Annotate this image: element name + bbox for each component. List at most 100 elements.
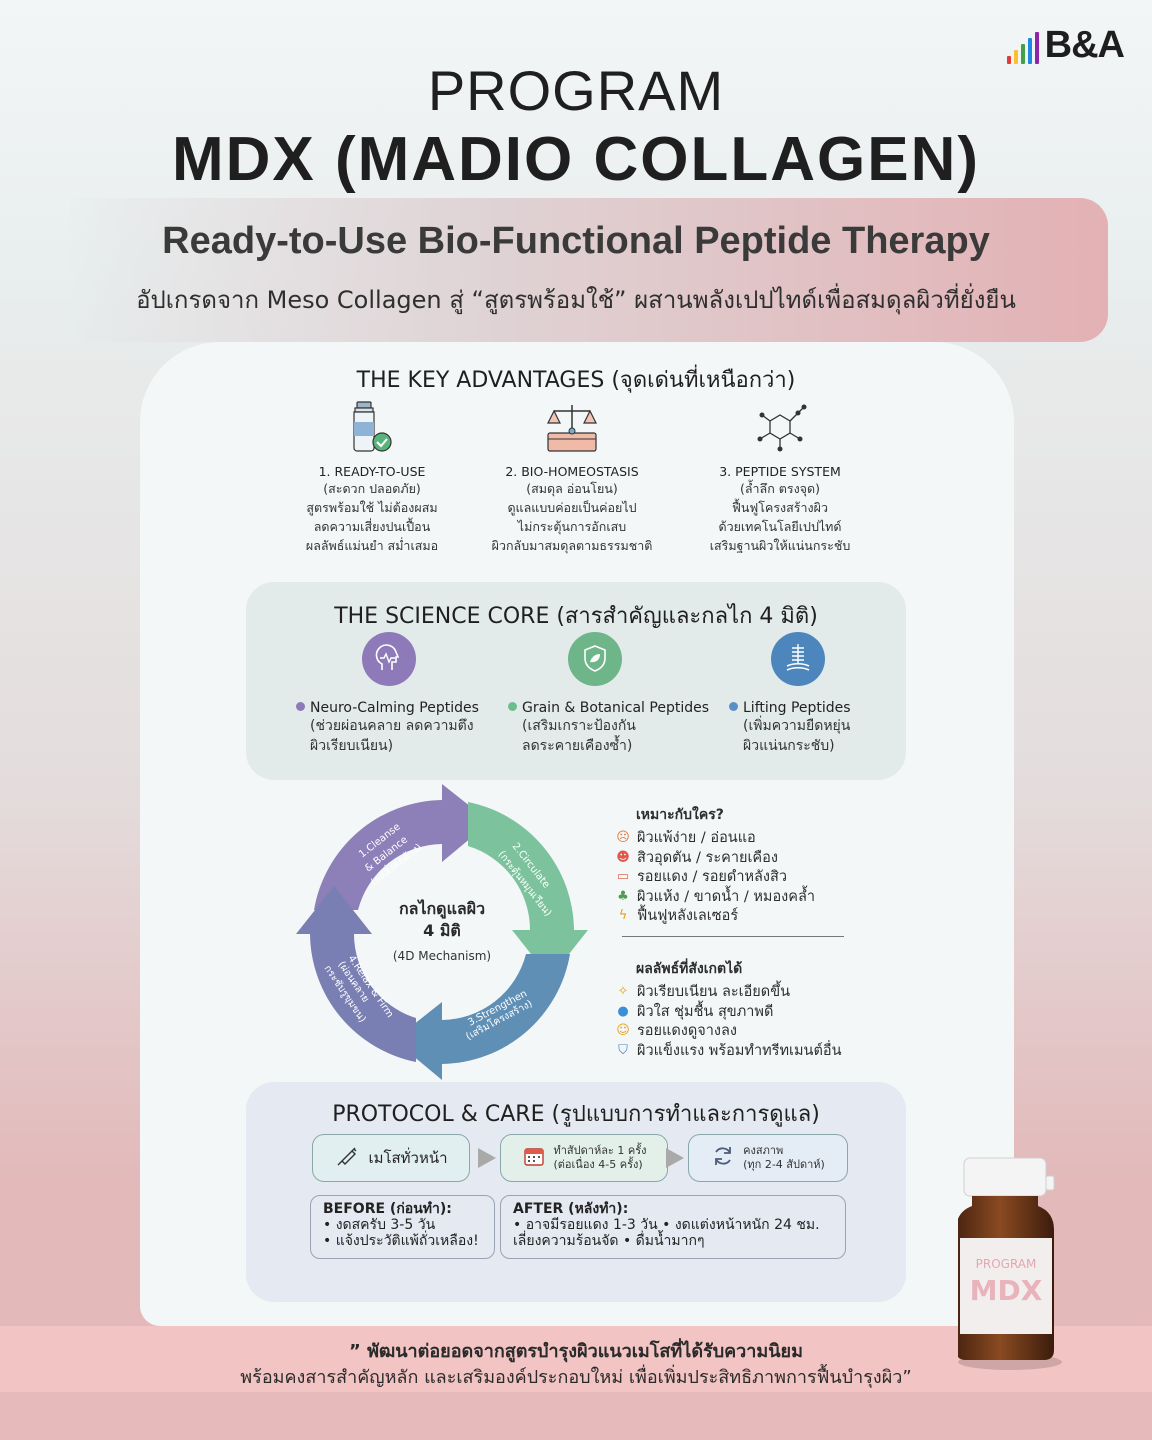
advantage-line: สูตรพร้อมใช้ ไม่ต้องผสม (306, 500, 438, 515)
syringe-icon (334, 1143, 360, 1173)
advantage-sub: (ล้ำลึก ตรงจุด) (739, 481, 820, 496)
advantage-bio-homeostasis: 2. BIO-HOMEOSTASIS (สมดุล อ่อนโยน) ดูแลแ… (457, 398, 687, 555)
science-desc: (ช่วยผ่อนคลาย ลดความตึง (310, 718, 474, 734)
bottle-label-2: MDX (970, 1274, 1043, 1307)
advantage-line: ไม่กระตุ้นการอักเสบ (517, 519, 627, 534)
after-title: AFTER (หลังทำ): (513, 1201, 629, 1217)
shield-check-icon: ⛉ (618, 1042, 628, 1058)
before-line: • แจ้งประวัติแพ้ถั่วเหลือง! (323, 1233, 479, 1249)
logo-text: B&A (1044, 24, 1125, 66)
science-desc: (เสริมเกราะป้องกัน (522, 718, 636, 734)
science-title: THE SCIENCE CORE (สารสำคัญและกลไก 4 มิติ… (334, 604, 818, 629)
after-line: เลี่ยงความร้อนจัด • ดื่มน้ำมากๆ (513, 1233, 705, 1249)
program-title: PROGRAM (427, 59, 725, 122)
science-desc: ผิวแน่นกระชับ) (743, 738, 835, 754)
list-item: ●ผิวใส ชุ่มชื้น สุขภาพดี (612, 1002, 841, 1022)
suitable-list: เหมาะกับใคร? ☹ผิวแพ้ง่าย / อ่อนแอ ☻สิวอุ… (612, 804, 815, 926)
balance-scale-icon (457, 398, 687, 458)
list-item: ♣ผิวแห้ง / ขาดน้ำ / หมองคล้ำ (612, 887, 815, 907)
mechanism-cycle-diagram: กลไกดูแลผิว 4 มิติ (4D Mechanism) 1.Clea… (296, 784, 588, 1080)
logo-bars-icon (1006, 30, 1039, 64)
suitable-title: เหมาะกับใคร? (636, 807, 724, 823)
advantage-sub: (สะดวก ปลอดภัย) (323, 481, 421, 496)
cycle-center-title: กลไกดูแลผิว (399, 899, 485, 920)
cycle-arrow-relax (296, 886, 416, 1062)
science-label: Neuro-Calming Peptides (310, 700, 479, 716)
advantage-line: ฟื้นฟูโครงสร้างผิว (732, 500, 828, 515)
after-care-box: AFTER (หลังทำ): • อาจมีรอยแดง 1-3 วัน • … (500, 1195, 846, 1259)
divider (622, 936, 844, 937)
advantage-heading: 3. PEPTIDE SYSTEM (719, 464, 841, 479)
advantage-heading: 1. READY-TO-USE (318, 464, 426, 479)
sparkle-icon: ✧ (617, 984, 629, 1000)
brand-logo: B&A (1006, 24, 1125, 66)
banner-subtitle: อัปเกรดจาก Meso Collagen สู่ “สูตรพร้อมใ… (136, 286, 1016, 314)
protocol-step-label: เมโสทั่วหน้า (368, 1149, 448, 1167)
cactus-icon: ♣ (617, 888, 629, 904)
science-item-neuro: Neuro-Calming Peptides (ช่วยผ่อนคลาย ลดค… (296, 632, 496, 756)
list-item: ⛉ผิวแข็งแรง พร้อมทำทรีทเมนต์อื่น (612, 1041, 841, 1061)
science-desc: (เพิ่มความยืดหยุ่น (743, 718, 851, 734)
quote-line-1: ” พัฒนาต่อยอดจากสูตรบำรุงผิวแนวเมโสที่ได… (349, 1341, 803, 1362)
advantage-peptide-system: 3. PEPTIDE SYSTEM (ล้ำลึก ตรงจุด) ฟื้นฟู… (665, 398, 895, 555)
leaf-shield-icon (568, 632, 622, 686)
cycle-arrow-cleanse (314, 784, 490, 910)
advantages-title: THE KEY ADVANTAGES (จุดเด่นที่เหนือกว่า) (356, 368, 796, 393)
advantage-line: ด้วยเทคโนโลยีเปปไทด์ (718, 519, 842, 534)
advantage-ready-to-use: 1. READY-TO-USE (สะดวก ปลอดภัย) สูตรพร้อ… (257, 398, 487, 555)
head-pulse-icon (362, 632, 416, 686)
list-item: ▭รอยแดง / รอยดำหลังสิว (612, 867, 815, 887)
lifting-spring-icon (771, 632, 825, 686)
science-label: Lifting Peptides (743, 700, 851, 716)
advantage-line: ผลลัพธ์แม่นยำ สม่ำเสมอ (305, 538, 439, 553)
protocol-step-maintain: คงสภาพ(ทุก 2-4 สัปดาห์) (688, 1134, 848, 1182)
arrow-right-icon (478, 1148, 496, 1168)
cycle-arrow-circulate (468, 802, 588, 978)
science-label: Grain & Botanical Peptides (522, 700, 709, 716)
science-item-botanical: Grain & Botanical Peptides (เสริมเกราะป้… (508, 632, 709, 756)
list-item: ☻สิวอุดตัน / ระคายเคือง (612, 848, 815, 868)
molecule-icon (665, 398, 895, 458)
protocol-step-line: คงสภาพ (743, 1144, 784, 1157)
cycle-center-sub: (4D Mechanism) (393, 949, 491, 963)
science-item-lifting: Lifting Peptides (เพิ่มความยืดหยุ่น ผิวแ… (729, 632, 929, 756)
list-item: ✧ผิวเรียบเนียน ละเอียดขึ้น (612, 982, 841, 1002)
before-care-box: BEFORE (ก่อนทำ): • งดสครับ 3-5 วัน • แจ้… (310, 1195, 495, 1259)
advantage-line: ผิวกลับมาสมดุลตามธรรมชาติ (491, 538, 653, 553)
protocol-step-line: (ต่อเนื่อง 4-5 ครั้ง) (553, 1158, 643, 1171)
refresh-icon (711, 1144, 735, 1172)
quote-line-2: พร้อมคงสารสำคัญหลัก และเสริมองค์ประกอบให… (240, 1367, 912, 1388)
banner-headline: Ready-to-Use Bio-Functional Peptide Ther… (162, 220, 990, 262)
after-line: • อาจมีรอยแดง 1-3 วัน • งดแต่งหน้าหนัก 2… (513, 1217, 820, 1233)
protocol-step-line: ทำสัปดาห์ละ 1 ครั้ง (553, 1144, 647, 1157)
list-item: ☺รอยแดงดูจางลง (612, 1021, 841, 1041)
bandage-icon: ▭ (616, 869, 630, 885)
advantage-line: เสริมฐานผิวให้แน่นกระชับ (709, 538, 851, 553)
water-drop-icon: ● (617, 1003, 629, 1019)
protocol-title: PROTOCOL & CARE (รูปแบบการทำและการดูแล) (332, 1102, 820, 1127)
science-desc: ผิวเรียบเนียน) (310, 738, 394, 754)
before-line: • งดสครับ 3-5 วัน (323, 1217, 436, 1233)
advantage-sub: (สมดุล อ่อนโยน) (526, 481, 618, 496)
product-title: MDX (MADIO COLLAGEN) (171, 125, 981, 194)
science-desc: ลดระคายเคืองซ้ำ) (522, 738, 633, 754)
protocol-step-meso: เมโสทั่วหน้า (312, 1134, 470, 1182)
irritated-face-icon: ☻ (616, 849, 630, 865)
results-list: ผลลัพธ์ที่สังเกตได้ ✧ผิวเรียบเนียน ละเอี… (612, 958, 841, 1060)
sad-face-icon: ☹ (616, 830, 630, 846)
cycle-arrow-strengthen (394, 954, 570, 1080)
arrow-right-icon (666, 1148, 684, 1168)
vial-check-icon (257, 398, 487, 458)
bottle-label-1: PROGRAM (976, 1257, 1037, 1271)
advantage-line: ลดความเสี่ยงปนเปื้อน (313, 519, 431, 534)
before-title: BEFORE (ก่อนทำ): (323, 1201, 452, 1217)
lightning-icon: ϟ (618, 908, 628, 924)
protocol-step-weekly: ทำสัปดาห์ละ 1 ครั้ง(ต่อเนื่อง 4-5 ครั้ง) (500, 1134, 668, 1182)
results-title: ผลลัพธ์ที่สังเกตได้ (636, 961, 743, 977)
calendar-icon (522, 1144, 546, 1172)
advantage-line: ดูแลแบบค่อยเป็นค่อยไป (507, 500, 637, 515)
list-item: ☹ผิวแพ้ง่าย / อ่อนแอ (612, 828, 815, 848)
smile-face-icon: ☺ (616, 1023, 630, 1039)
protocol-panel (246, 1082, 906, 1302)
